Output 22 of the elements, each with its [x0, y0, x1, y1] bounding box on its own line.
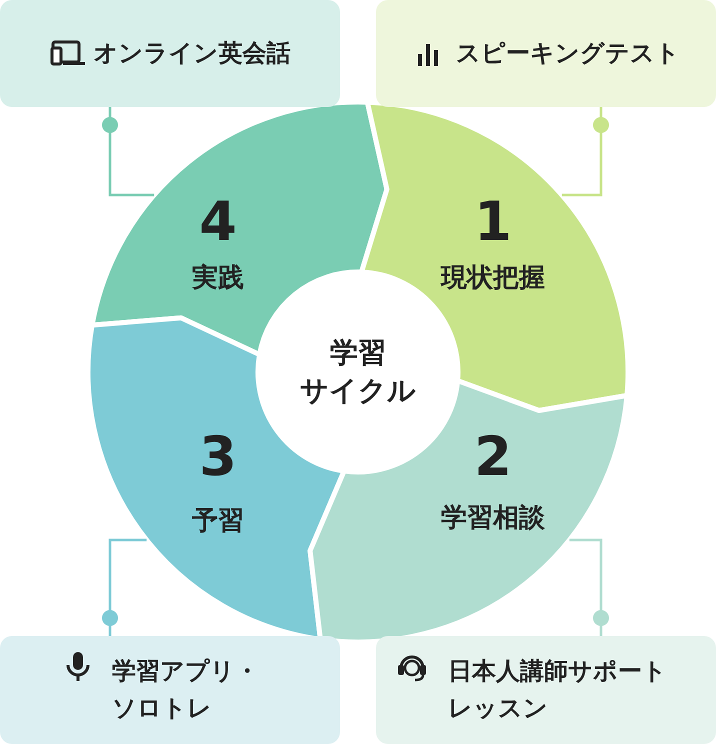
step-label: 予習: [192, 508, 244, 534]
cycle-title: 学習: [330, 335, 386, 372]
step-label: 実践: [192, 265, 244, 291]
card-label: 学習アプリ・ソロトレ: [112, 656, 260, 724]
step-number: 3: [199, 430, 237, 484]
category-card: [0, 0, 340, 107]
cycle-title: サイクル: [300, 373, 416, 409]
leader-line: [562, 107, 609, 196]
leader-line: [102, 107, 154, 196]
category-card: [376, 0, 716, 107]
card-label: スピーキングテスト: [456, 38, 680, 69]
leader-line: [102, 538, 147, 636]
step-number: 2: [474, 430, 512, 484]
leader-line: [569, 538, 609, 636]
card-label: 日本人講師サポートレッスン: [448, 656, 668, 724]
step-number: 4: [199, 195, 237, 249]
category-card: [376, 636, 716, 744]
category-card: [0, 636, 340, 744]
step-label: 学習相談: [441, 505, 545, 531]
step-number: 1: [474, 195, 512, 249]
card-label: オンライン英会話: [94, 38, 290, 69]
step-label: 現状把握: [441, 265, 545, 291]
